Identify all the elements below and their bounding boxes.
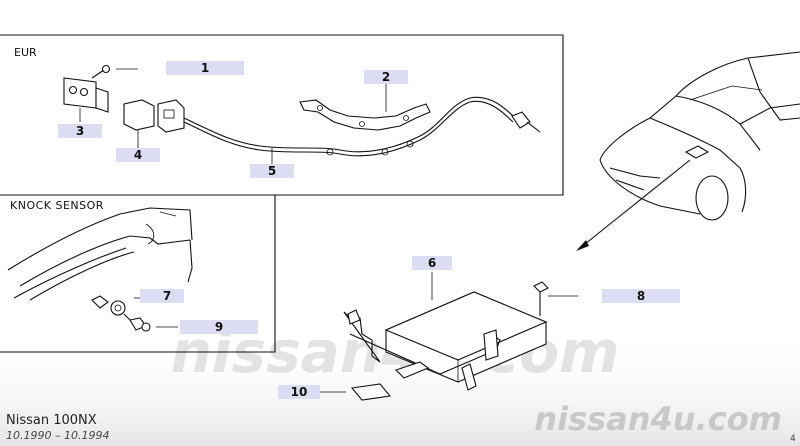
car-pointer-arrow <box>579 159 691 249</box>
knock-sensor-section-border <box>0 194 276 353</box>
svg-text:3: 3 <box>76 124 84 138</box>
part-4-connector <box>123 99 185 133</box>
svg-text:4: 4 <box>134 148 142 162</box>
footer-brand-watermark: nissan4u.com <box>534 400 782 438</box>
svg-text:9: 9 <box>215 320 223 334</box>
svg-text:6: 6 <box>428 256 436 270</box>
callout-10: 10 <box>278 385 320 399</box>
svg-text:8: 8 <box>637 289 645 303</box>
callout-9: 9 <box>180 320 258 334</box>
callout-8: 8 <box>602 289 680 303</box>
callout-4: 4 <box>116 148 160 162</box>
part-6-ecu-control-unit <box>343 272 548 391</box>
part-10-clip <box>320 383 392 401</box>
part-3-bracket <box>63 77 109 113</box>
eur-section-border <box>0 34 564 196</box>
callout-3: 3 <box>58 124 102 138</box>
callout-2: 2 <box>364 70 408 84</box>
part-2-mounting-bracket <box>299 99 431 131</box>
footer-corner-mark: 4 <box>790 434 796 444</box>
part-7-knock-sensor <box>91 295 146 321</box>
part-8-screw <box>533 281 578 316</box>
svg-text:2: 2 <box>382 70 390 84</box>
part-9-bolt <box>129 317 178 332</box>
knock-sensor-section-title: KNOCK SENSOR <box>10 199 104 212</box>
footer-model: Nissan 100NX <box>6 413 97 428</box>
footer-years: 10.1990 – 10.1994 <box>6 429 109 442</box>
svg-text:1: 1 <box>201 61 209 75</box>
svg-text:5: 5 <box>268 164 276 178</box>
callout-5: 5 <box>250 164 294 178</box>
eur-section-title: EUR <box>14 46 37 59</box>
svg-text:10: 10 <box>291 385 308 399</box>
svg-text:7: 7 <box>163 289 171 303</box>
callout-6: 6 <box>412 256 452 270</box>
car-drawing <box>576 51 800 251</box>
part-5-oxygen-sensor-harness <box>183 96 541 157</box>
callout-1: 1 <box>166 61 244 75</box>
engine-block-detail <box>7 207 193 301</box>
callout-7: 7 <box>140 289 184 303</box>
part-1-screw <box>91 64 138 79</box>
